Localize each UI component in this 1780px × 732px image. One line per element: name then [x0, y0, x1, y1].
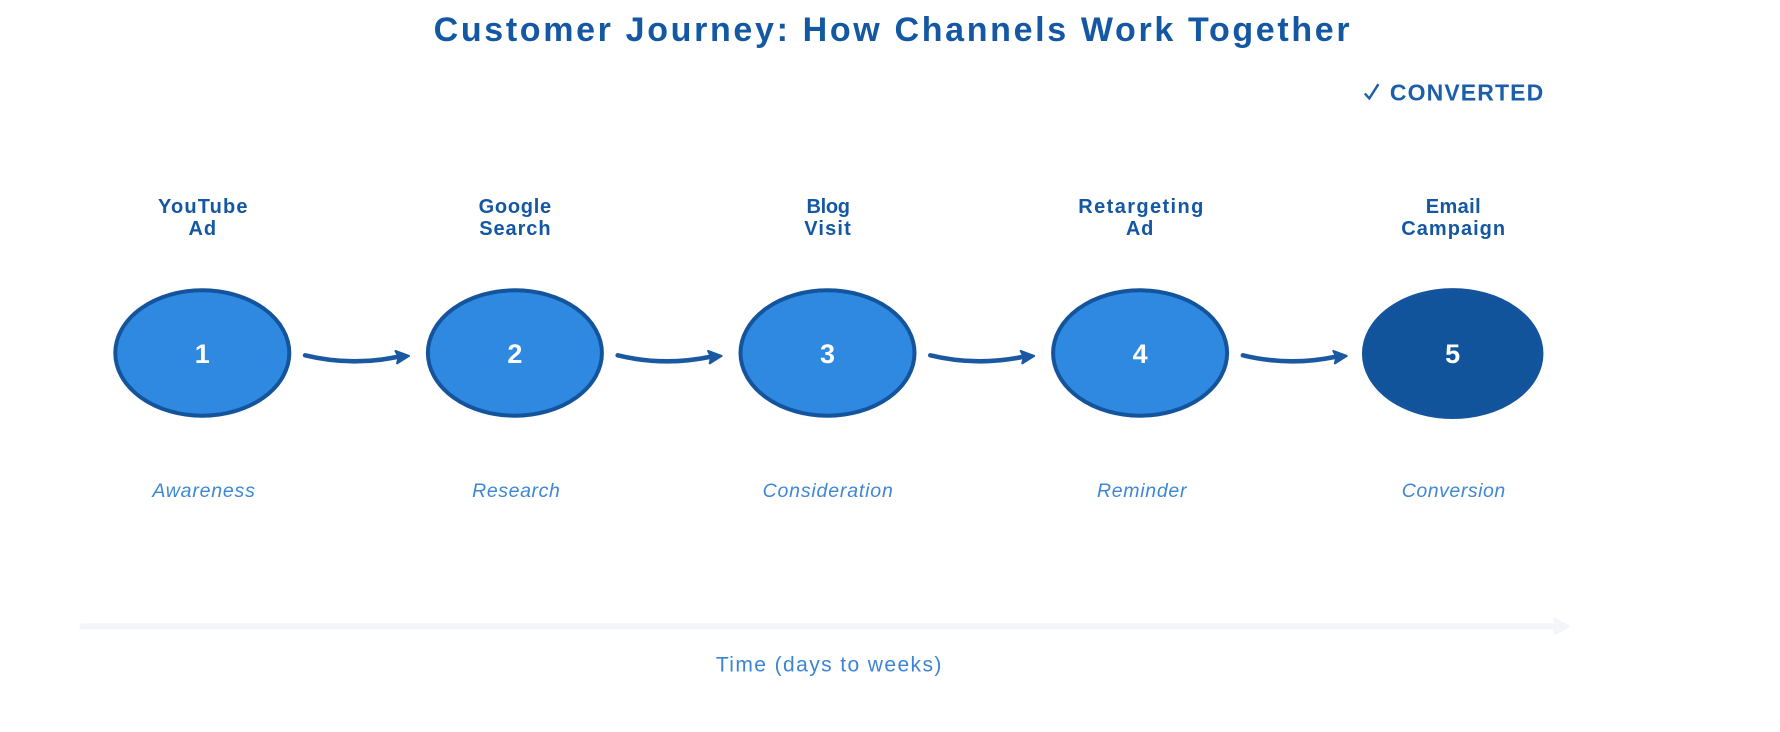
svg-text:Ad: Ad — [189, 218, 217, 240]
svg-text:Awareness: Awareness — [151, 480, 255, 502]
svg-text:1: 1 — [195, 339, 210, 369]
svg-text:2: 2 — [507, 339, 522, 369]
svg-text:YouTube: YouTube — [158, 196, 247, 218]
svg-text:Time (days to weeks): Time (days to weeks) — [716, 653, 942, 676]
svg-text:Campaign: Campaign — [1401, 218, 1505, 240]
svg-text:Search: Search — [479, 218, 550, 240]
svg-text:3: 3 — [820, 339, 835, 369]
svg-text:Customer Journey: How Channels: Customer Journey: How Channels Work Toge… — [434, 11, 1350, 49]
svg-text:Email: Email — [1426, 196, 1481, 218]
svg-text:Google: Google — [479, 196, 552, 218]
svg-text:4: 4 — [1133, 339, 1148, 369]
svg-text:Research: Research — [472, 480, 560, 502]
svg-text:Ad: Ad — [1126, 218, 1154, 240]
svg-text:Visit: Visit — [804, 218, 851, 240]
svg-text:Blog: Blog — [806, 196, 850, 218]
svg-text:Conversion: Conversion — [1402, 480, 1505, 502]
svg-text:Consideration: Consideration — [763, 480, 893, 502]
svg-text:CONVERTED: CONVERTED — [1390, 80, 1543, 106]
svg-text:Reminder: Reminder — [1097, 480, 1188, 502]
svg-text:5: 5 — [1445, 339, 1460, 369]
svg-text:Retargeting: Retargeting — [1078, 196, 1203, 218]
